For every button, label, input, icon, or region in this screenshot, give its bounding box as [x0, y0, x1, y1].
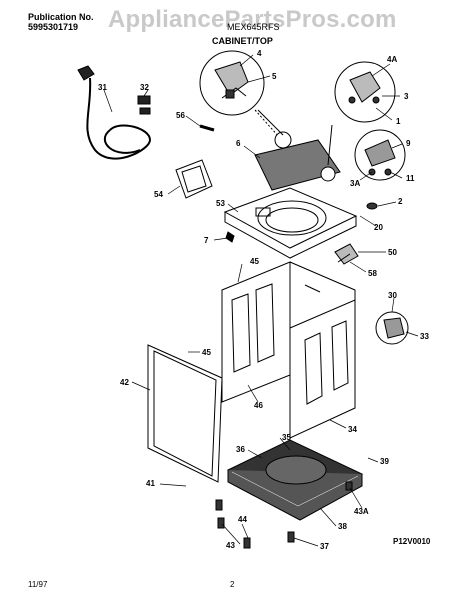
callout-3a: 3A	[350, 179, 360, 188]
callout-9: 9	[406, 139, 411, 148]
callout-54: 54	[154, 190, 163, 199]
callout-33: 33	[420, 332, 429, 341]
power-cord	[77, 65, 152, 160]
callout-46: 46	[254, 401, 263, 410]
callout-37: 37	[320, 542, 329, 551]
front-cabinet	[289, 299, 356, 439]
callout-20: 20	[374, 223, 383, 232]
callout-2: 2	[398, 197, 403, 206]
switch-detail-circle	[354, 129, 406, 181]
model-number: MEX645RFS	[227, 22, 280, 32]
callout-4a: 4A	[387, 55, 397, 64]
callout-53: 53	[216, 199, 225, 208]
callout-41: 41	[146, 479, 155, 488]
callout-6: 6	[236, 139, 241, 148]
callout-3: 3	[404, 92, 409, 101]
lid-bracket	[175, 159, 213, 199]
callout-58: 58	[368, 269, 377, 278]
section-title: CABINET/TOP	[212, 36, 273, 46]
callout-34: 34	[348, 425, 357, 434]
publication-label: Publication No.	[28, 12, 94, 22]
callout-43a: 43A	[354, 507, 369, 516]
side-panel	[147, 344, 223, 483]
callout-42: 42	[120, 378, 129, 387]
callout-38: 38	[338, 522, 347, 531]
screw-part	[366, 202, 378, 210]
cabinet-base	[226, 439, 364, 521]
diagram-code: P12V0010	[393, 537, 431, 546]
hinge-detail-circle	[199, 50, 281, 139]
callout-11: 11	[406, 174, 415, 183]
callout-5: 5	[272, 72, 277, 81]
lid-panel	[254, 109, 341, 191]
callout-39: 39	[380, 457, 389, 466]
callout-43: 43	[226, 541, 235, 550]
callout-1: 1	[396, 117, 401, 126]
hinge-part	[334, 243, 359, 265]
bracket-detail-circle	[375, 311, 409, 345]
spring	[199, 124, 215, 132]
footer-date: 11/97	[28, 580, 48, 589]
callout-32: 32	[140, 83, 149, 92]
footer-page-number: 2	[230, 580, 235, 589]
callout-50: 50	[388, 248, 397, 257]
callout-45-side: 45	[202, 348, 211, 357]
watermark: AppliancePartsPros.com	[108, 6, 397, 33]
lid-switch-detail-circle	[334, 61, 396, 123]
callout-44: 44	[238, 515, 247, 524]
top-panel	[223, 187, 358, 259]
callout-30: 30	[388, 291, 397, 300]
callout-36: 36	[236, 445, 245, 454]
publication-number: 5995301719	[28, 22, 79, 32]
leveling-feet	[215, 481, 353, 549]
callout-31: 31	[98, 83, 107, 92]
callout-7: 7	[204, 236, 209, 245]
callout-45-top: 45	[250, 257, 259, 266]
callout-56: 56	[176, 111, 185, 120]
callout-4: 4	[257, 49, 262, 58]
callout-35: 35	[282, 433, 291, 442]
